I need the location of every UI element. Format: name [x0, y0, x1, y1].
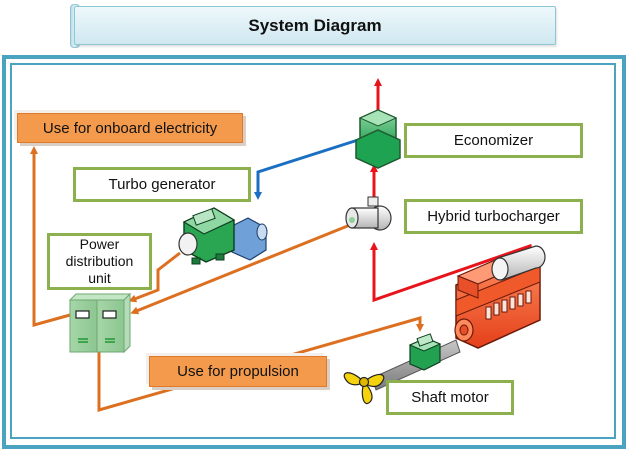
label-turbo-generator-text: Turbo generator [108, 176, 216, 193]
diagram-frame-inner [10, 63, 616, 439]
economizer-icon [355, 109, 401, 169]
engine-icon [454, 245, 546, 349]
label-use-for-propulsion: Use for propulsion [149, 356, 327, 387]
label-power-distribution-unit: Power distribution unit [47, 233, 152, 290]
label-use-for-propulsion-text: Use for propulsion [177, 363, 299, 380]
label-onboard-electricity-text: Use for onboard electricity [42, 119, 218, 137]
label-economizer: Economizer [404, 123, 583, 158]
label-turbo-generator: Turbo generator [73, 167, 251, 202]
turbo-generator-icon [178, 207, 268, 265]
label-power-distribution-unit-text: Power distribution unit [65, 236, 134, 286]
electricity-flow-turbocharger-to-pdu [130, 223, 351, 315]
propeller-icon [343, 372, 385, 405]
label-hybrid-turbocharger: Hybrid turbocharger [404, 199, 583, 234]
electricity-flow-turbo-generator-to-pdu [128, 251, 181, 303]
label-hybrid-turbocharger-text: Hybrid turbocharger [427, 208, 560, 225]
diagram-frame-outer [2, 55, 626, 449]
power-cabinet-icon [68, 292, 132, 354]
shaft-motor-icon [408, 333, 442, 371]
label-economizer-text: Economizer [453, 132, 534, 149]
label-shaft-motor-text: Shaft motor [411, 389, 489, 406]
electricity-flow-pdu-to-onboard [30, 146, 71, 327]
turbocharger-icon [345, 196, 392, 231]
page-title: System Diagram [248, 15, 382, 35]
label-shaft-motor: Shaft motor [386, 380, 514, 415]
steam-flow-economizer-to-turbo-generator [254, 138, 359, 200]
title-banner: System Diagram [74, 6, 556, 45]
label-onboard-electricity: Use for onboard electricity [17, 113, 243, 143]
